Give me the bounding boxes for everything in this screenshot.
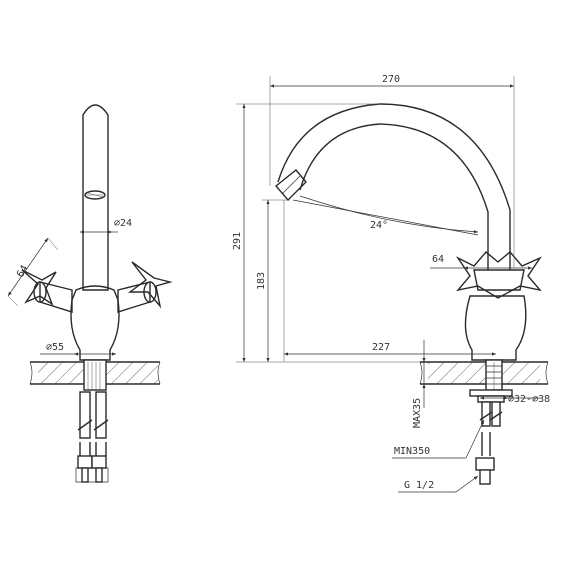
overall-width: 270 [382, 74, 400, 85]
right-handle [127, 261, 173, 309]
overall-height: 291 [232, 232, 243, 250]
hole-diameter: ∅32-∅38 [508, 394, 550, 405]
side-body [464, 295, 527, 361]
front-spout [82, 104, 109, 291]
front-spout-diameter: ∅24 [114, 218, 132, 229]
max-thickness: MAX35 [412, 398, 423, 428]
front-handle-width: 64 [15, 264, 31, 280]
front-view: ∅24 64 ∅55 [7, 104, 173, 483]
front-hose-nut-left [77, 455, 93, 469]
side-mount-nut [477, 395, 505, 403]
side-spout-outer [277, 103, 511, 270]
side-view: 24° 64 270 [232, 74, 550, 493]
front-hose-right [95, 391, 107, 439]
side-aerator [274, 169, 307, 202]
side-handle [455, 251, 542, 299]
reach: 227 [372, 342, 390, 353]
side-handle-width: 64 [432, 254, 444, 265]
spout-height: 183 [256, 272, 267, 290]
front-base-diameter: ∅55 [46, 342, 64, 353]
hose-length: MIN350 [394, 446, 430, 457]
front-hose-nut-right [91, 455, 107, 469]
side-valve-cap [473, 269, 525, 291]
side-hose-nut [475, 457, 495, 471]
side-counter-hatch [428, 362, 540, 384]
connection-thread: G 1/2 [404, 480, 434, 491]
front-mount-stud [83, 359, 107, 391]
front-body [70, 285, 120, 361]
side-spout-angle: 24° [370, 220, 388, 231]
side-washer [469, 389, 513, 397]
front-hose-left [79, 391, 91, 439]
side-spout-inner [299, 123, 489, 270]
